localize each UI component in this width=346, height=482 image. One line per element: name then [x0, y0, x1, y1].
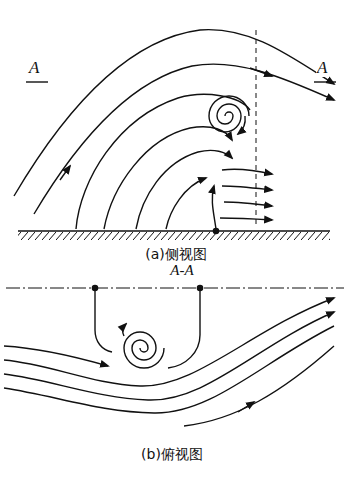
streamline [136, 150, 232, 229]
section-letter: A [28, 58, 40, 78]
streamline-arrow [238, 402, 254, 412]
section-label: A-A [169, 262, 194, 279]
figure-caption: (b)俯视图 [140, 446, 204, 464]
vortex-arrow [123, 324, 126, 336]
section-letter: A [316, 58, 328, 78]
streamline [212, 186, 216, 229]
section-line [256, 30, 257, 228]
saddle-point [213, 228, 218, 233]
label-text: (a)侧视图 [144, 246, 208, 262]
streamline [4, 346, 108, 366]
streamline [4, 326, 334, 413]
streamline [222, 169, 272, 174]
vortex-arrow [238, 116, 245, 134]
streamline [168, 288, 200, 368]
streamline [224, 202, 272, 206]
label-text: A [316, 58, 328, 77]
streamline [184, 346, 334, 426]
ground-line [18, 230, 330, 232]
label-text: A [28, 58, 40, 77]
streamline-arrow [60, 166, 70, 180]
streamline [104, 127, 232, 229]
streamline [166, 178, 206, 229]
streamline [220, 218, 272, 220]
streamline [4, 312, 334, 400]
streamline [34, 64, 334, 214]
label-text: A-A [169, 262, 194, 278]
section-line [6, 288, 344, 289]
streamline [222, 186, 272, 190]
streamline [95, 288, 112, 352]
ground-hatch [18, 232, 330, 240]
vortex-spiral [124, 332, 164, 368]
streamline [76, 94, 250, 229]
streamline-arrow [250, 68, 272, 76]
section-mark [26, 81, 48, 82]
streamline [4, 298, 334, 386]
label-text: (b)俯视图 [140, 446, 204, 462]
